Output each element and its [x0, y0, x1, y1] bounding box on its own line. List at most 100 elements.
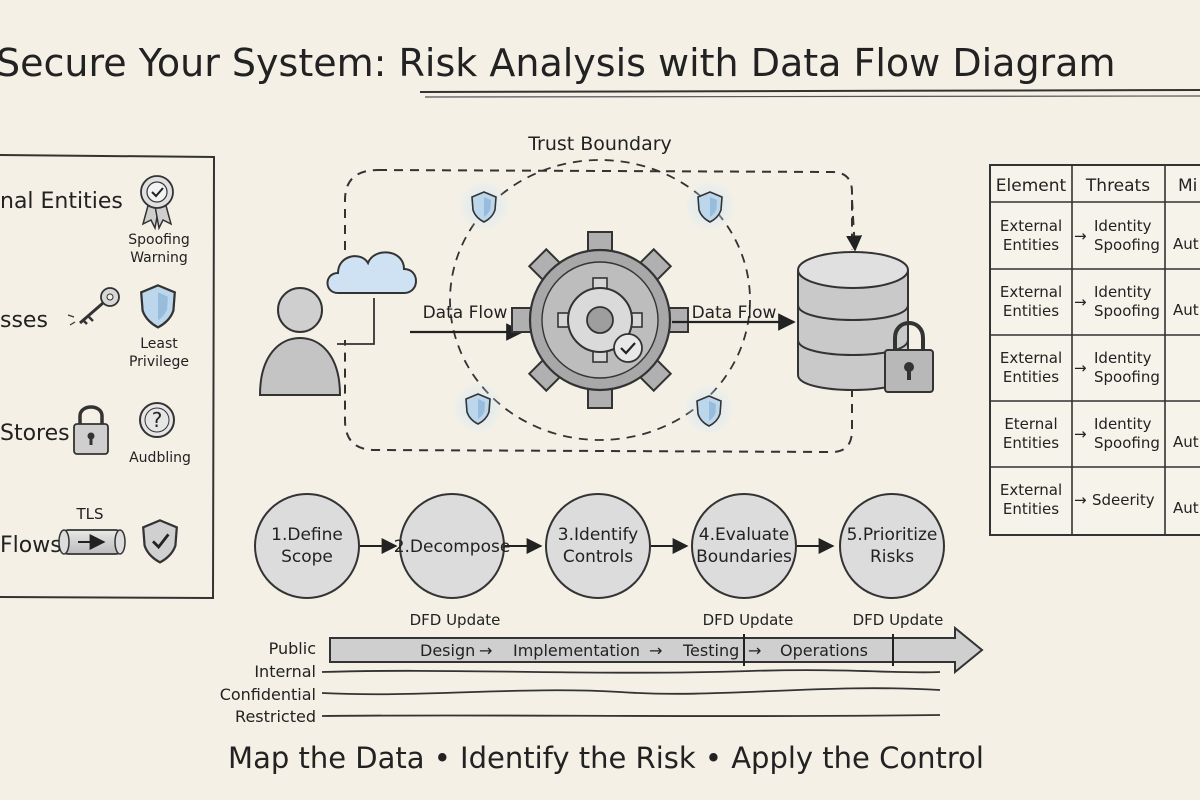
stage-arrow: → [748, 641, 761, 660]
page-title: Secure Your System: Risk Analysis with D… [0, 41, 1116, 85]
arrow-glyph: → [1074, 491, 1087, 509]
svg-text:Risks: Risks [870, 547, 914, 567]
trust-boundary [344, 169, 853, 454]
padlock-icon [73, 405, 109, 455]
key-icon [67, 287, 120, 326]
process-steps: 1.Define Scope 2.Decompose 3.Identify Co… [254, 493, 945, 599]
svg-text:Entities: Entities [1003, 500, 1059, 518]
stage-operations: Operations [780, 641, 868, 660]
svg-text:1.Define: 1.Define [271, 525, 343, 545]
level-line-restricted [321, 714, 941, 718]
svg-text:Scope: Scope [281, 547, 333, 567]
inner-boundary [449, 159, 751, 441]
arrow-glyph: → [1074, 227, 1087, 245]
database-padlock-icon [884, 321, 934, 393]
svg-text:5.Prioritize: 5.Prioritize [847, 525, 938, 545]
step-4: 4.Evaluate Boundaries [691, 493, 797, 599]
level-internal: Internal [254, 662, 316, 681]
title-main: Risk Analysis with Data Flow Diagram [399, 41, 1116, 85]
svg-text:Aut: Aut [1173, 235, 1199, 253]
svg-text:External: External [1000, 283, 1062, 301]
svg-text:Eternal: Eternal [1004, 415, 1057, 433]
stage-arrow: → [649, 641, 662, 660]
icon-label-tls: TLS [75, 505, 103, 523]
arrow-glyph: → [1074, 425, 1087, 443]
svg-text:External: External [1000, 217, 1062, 235]
svg-text:3.Identify: 3.Identify [558, 525, 638, 545]
arrow-glyph: → [1074, 293, 1087, 311]
icon-label-spoofing: Spoofing [128, 232, 189, 248]
dfd-diagram: Trust Boundary Data Flow [258, 133, 934, 454]
step-2: 2.Decompose [394, 493, 511, 599]
step-3: 3.Identify Controls [545, 493, 651, 599]
svg-text:Entities: Entities [1003, 236, 1059, 254]
svg-text:Spoofing: Spoofing [1094, 434, 1160, 452]
legend-panel: nal Entities Spoofing Warning sses Least… [0, 154, 216, 600]
data-flow-label-right: Data Flow [692, 303, 777, 323]
legend-label-processes: sses [0, 308, 48, 333]
svg-text:4.Evaluate: 4.Evaluate [699, 525, 789, 545]
svg-text:?: ? [152, 408, 163, 432]
boundary-shields [452, 180, 736, 436]
svg-text:Identity: Identity [1094, 283, 1152, 301]
table-header-mitigation: Mi [1178, 176, 1197, 196]
step-5: 5.Prioritize Risks [839, 493, 945, 599]
icon-label-warning: Warning [130, 250, 188, 266]
icon-label-privilege: Privilege [129, 354, 189, 370]
table-row: External Entities → Sdeerity Aut [1000, 481, 1199, 518]
svg-text:Aut: Aut [1173, 301, 1199, 319]
shield-check-icon [142, 519, 178, 564]
svg-text:Entities: Entities [1003, 302, 1059, 320]
svg-text:Sdeerity: Sdeerity [1092, 491, 1155, 509]
lifecycle-arrow [329, 625, 984, 675]
table-row: External Entities → Identity Spoofing Au… [1000, 283, 1199, 320]
legend-label-entities: nal Entities [0, 189, 123, 214]
svg-text:Boundaries: Boundaries [696, 547, 792, 567]
dfd-update-label: DFD Update [703, 611, 794, 629]
table-row: Eternal Entities → Identity Spoofing Aut [1003, 415, 1199, 452]
level-public: Public [269, 639, 316, 658]
level-line-internal [321, 669, 941, 674]
svg-text:External: External [1000, 481, 1062, 499]
question-badge-icon: ? [139, 402, 175, 438]
footer-tagline: Map the Data • Identify the Risk • Apply… [228, 741, 984, 775]
award-ribbon-icon [140, 175, 174, 231]
svg-text:Spoofing: Spoofing [1094, 302, 1160, 320]
stage-arrow: → [479, 641, 492, 660]
svg-text:Aut: Aut [1173, 433, 1199, 451]
user-cloud-connector [337, 298, 375, 345]
table-header-threats: Threats [1085, 176, 1150, 196]
svg-text:Identity: Identity [1094, 349, 1152, 367]
boundary-entry-arrow [846, 199, 863, 252]
user-icon [258, 287, 342, 396]
svg-text:Aut: Aut [1173, 499, 1199, 517]
stage-testing: Testing [682, 641, 739, 660]
table-row: External Entities → Identity Spoofing Au… [1000, 217, 1199, 254]
arrow-glyph: → [1074, 359, 1087, 377]
shield-icon [140, 284, 176, 329]
icon-label-auditing: Audbling [129, 450, 191, 466]
table-row: External Entities → Identity Spoofing [1000, 349, 1160, 386]
level-restricted: Restricted [235, 707, 316, 726]
svg-text:Controls: Controls [563, 547, 633, 567]
svg-text:Identity: Identity [1094, 217, 1152, 235]
title-underline [419, 89, 1200, 93]
icon-label-least: Least [140, 336, 178, 352]
trust-boundary-label: Trust Boundary [527, 133, 672, 155]
title-underline-2 [424, 95, 1200, 98]
legend-label-flows: Flows [0, 533, 62, 558]
step-1: 1.Define Scope [254, 493, 360, 599]
svg-text:External: External [1000, 349, 1062, 367]
process-gear-icon [511, 231, 689, 409]
svg-text:Entities: Entities [1003, 368, 1059, 386]
svg-text:2.Decompose: 2.Decompose [394, 537, 511, 557]
title-prefix: Secure Your System: [0, 41, 399, 85]
level-confidential: Confidential [220, 685, 316, 704]
lifecycle-timeline: DFD Update DFD Update DFD Update Design … [220, 611, 984, 726]
svg-text:Entities: Entities [1003, 434, 1059, 452]
threat-table: Element Threats Mi External Entities → I… [989, 164, 1200, 536]
legend-label-stores: Stores [0, 421, 70, 446]
data-flow-label-left: Data Flow [423, 303, 508, 323]
cloud-icon [326, 251, 417, 294]
